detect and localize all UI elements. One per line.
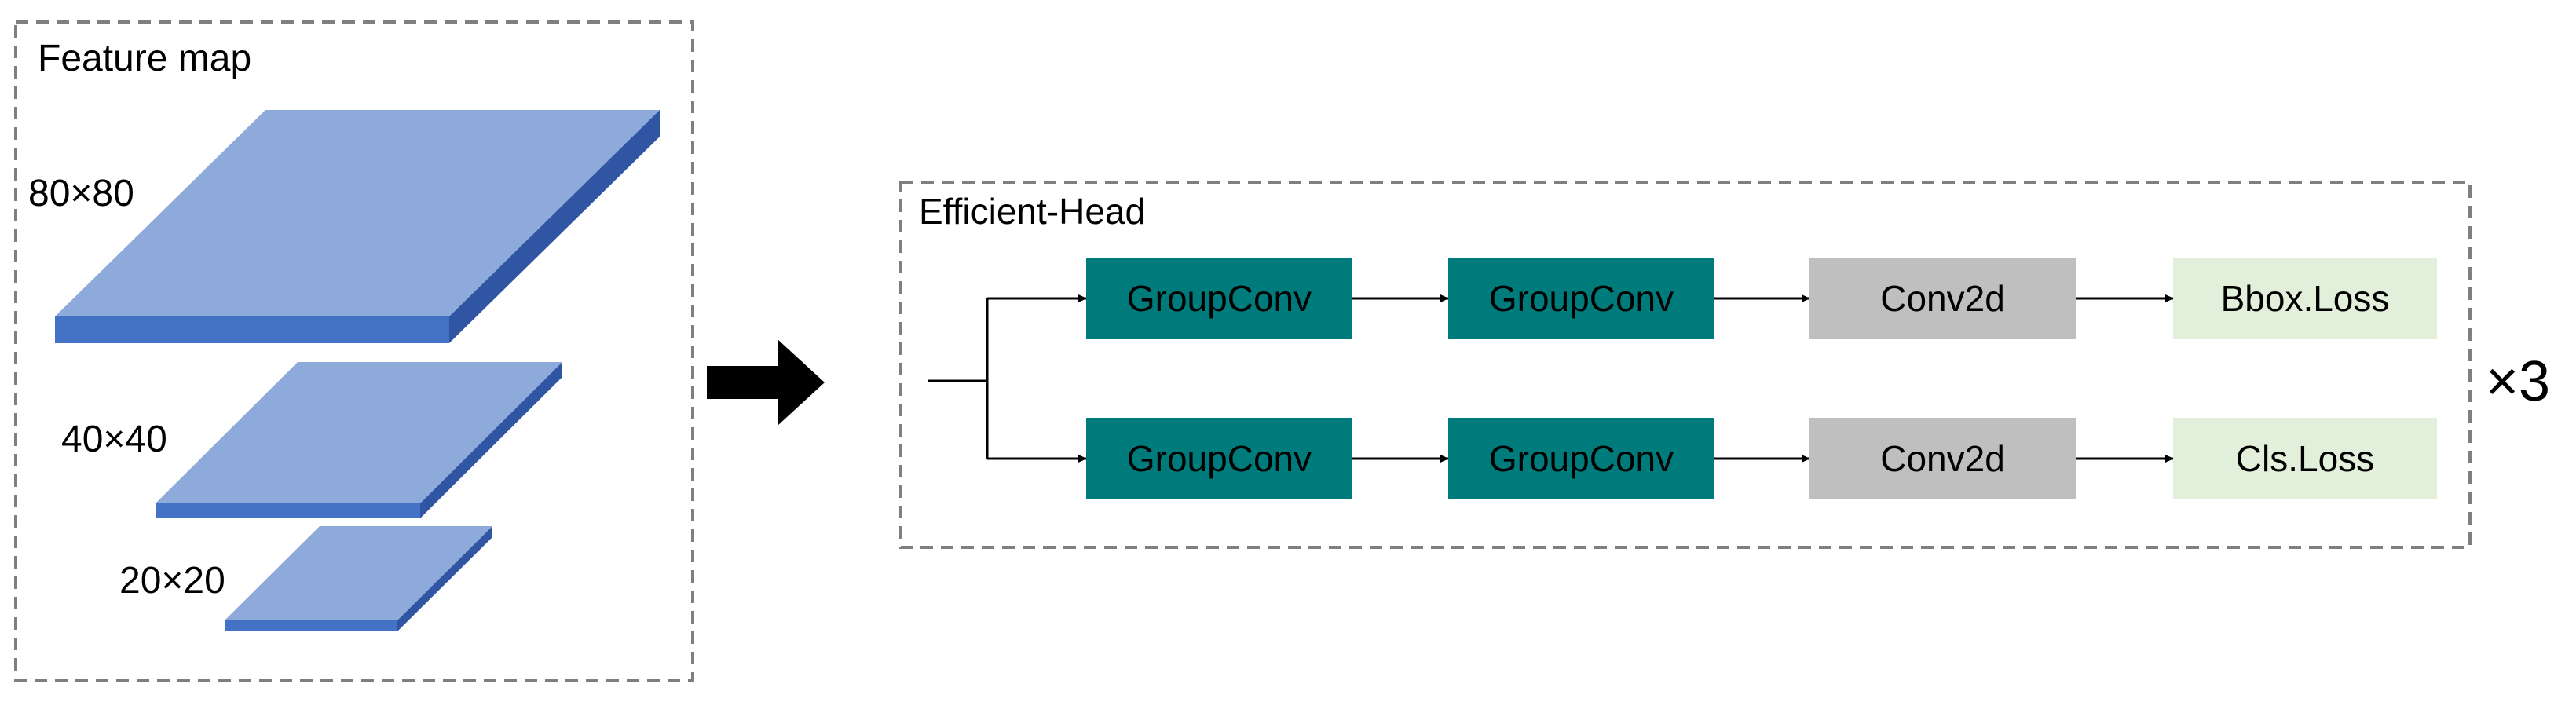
cls-loss-block xyxy=(2173,418,2437,499)
feature-map-border xyxy=(14,20,694,682)
feature-layer-20-label: 20×20 xyxy=(119,560,225,602)
head-row-bbox: GroupConv GroupConv Conv2d Bbox.Loss xyxy=(1086,258,2437,339)
big-right-arrow xyxy=(707,339,825,426)
conv2d-block xyxy=(1809,258,2076,339)
groupconv-block xyxy=(1086,258,1352,339)
feature-layer-40-front xyxy=(156,503,420,518)
feature-layer-40-label: 40×40 xyxy=(61,419,167,460)
groupconv-label: GroupConv xyxy=(1489,438,1674,479)
efficient-head-border xyxy=(899,181,2472,549)
feature-layer-80-top xyxy=(55,110,660,316)
cls-loss-label: Cls.Loss xyxy=(2236,438,2374,479)
groupconv-block xyxy=(1086,418,1352,499)
efficient-head-panel: Efficient-Head GroupConv GroupConv Conv2… xyxy=(899,181,2472,549)
conv2d-label: Conv2d xyxy=(1880,278,2005,319)
groupconv-label: GroupConv xyxy=(1127,438,1312,479)
bbox-loss-block xyxy=(2173,258,2437,339)
feature-layer-40-side xyxy=(420,362,562,518)
repeat-multiplier: ×3 xyxy=(2486,350,2550,413)
conv2d-label: Conv2d xyxy=(1880,438,2005,479)
feature-layer-80-front xyxy=(55,316,449,343)
feature-layer-80 xyxy=(55,110,660,343)
feature-layer-20-front xyxy=(225,620,397,631)
feature-map-title: Feature map xyxy=(38,38,251,79)
groupconv-label: GroupConv xyxy=(1127,278,1312,319)
feature-layer-20-top xyxy=(225,526,492,620)
groupconv-label: GroupConv xyxy=(1489,278,1674,319)
feature-layer-20 xyxy=(225,526,492,631)
feature-layer-80-label: 80×80 xyxy=(28,173,134,214)
groupconv-block xyxy=(1448,418,1714,499)
feature-layer-40-top xyxy=(156,362,562,503)
groupconv-block xyxy=(1448,258,1714,339)
efficient-head-title: Efficient-Head xyxy=(919,191,1145,232)
conv2d-block xyxy=(1809,418,2076,499)
head-row-cls: GroupConv GroupConv Conv2d Cls.Loss xyxy=(1086,418,2437,499)
feature-map-panel: Feature map 80×80 40×40 20×20 xyxy=(14,20,694,682)
bbox-loss-label: Bbox.Loss xyxy=(2221,278,2390,319)
feature-layer-20-side xyxy=(397,526,492,631)
feature-layer-80-side xyxy=(449,110,660,343)
feature-layer-40 xyxy=(156,362,562,518)
